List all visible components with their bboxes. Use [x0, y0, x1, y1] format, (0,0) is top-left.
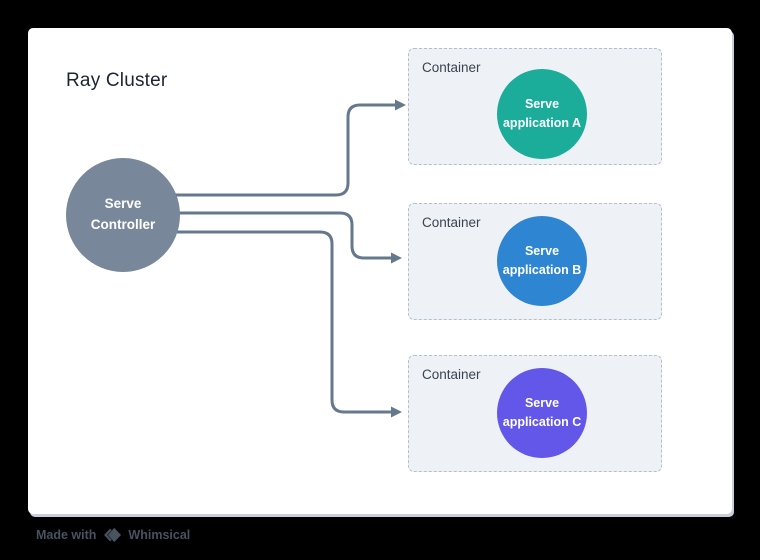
- container-b-label: Container: [422, 215, 481, 230]
- made-with-label: Made with: [36, 528, 97, 542]
- serve-application-b-node[interactable]: Serve application B: [497, 216, 587, 306]
- serve-controller-node[interactable]: Serve Controller: [66, 158, 180, 272]
- serve-application-c-label: Serve application C: [502, 396, 582, 429]
- container-box-b[interactable]: Container Serve application B: [408, 203, 662, 320]
- container-box-a[interactable]: Container Serve application A: [408, 48, 662, 165]
- serve-application-c-node[interactable]: Serve application C: [497, 368, 587, 458]
- serve-application-b-label: Serve application B: [502, 244, 582, 277]
- made-with-whimsical-badge[interactable]: Made with Whimsical: [36, 526, 190, 544]
- page-title: Ray Cluster: [66, 70, 168, 91]
- container-a-label: Container: [422, 60, 481, 75]
- serve-controller-label: Serve Controller: [90, 196, 156, 232]
- serve-application-a-label: Serve application A: [502, 97, 581, 130]
- whimsical-brand-label: Whimsical: [128, 528, 191, 542]
- container-c-label: Container: [422, 367, 481, 382]
- container-box-c[interactable]: Container Serve application C: [408, 355, 662, 472]
- serve-application-a-node[interactable]: Serve application A: [497, 69, 587, 159]
- whimsical-diamond-icon: [102, 526, 122, 544]
